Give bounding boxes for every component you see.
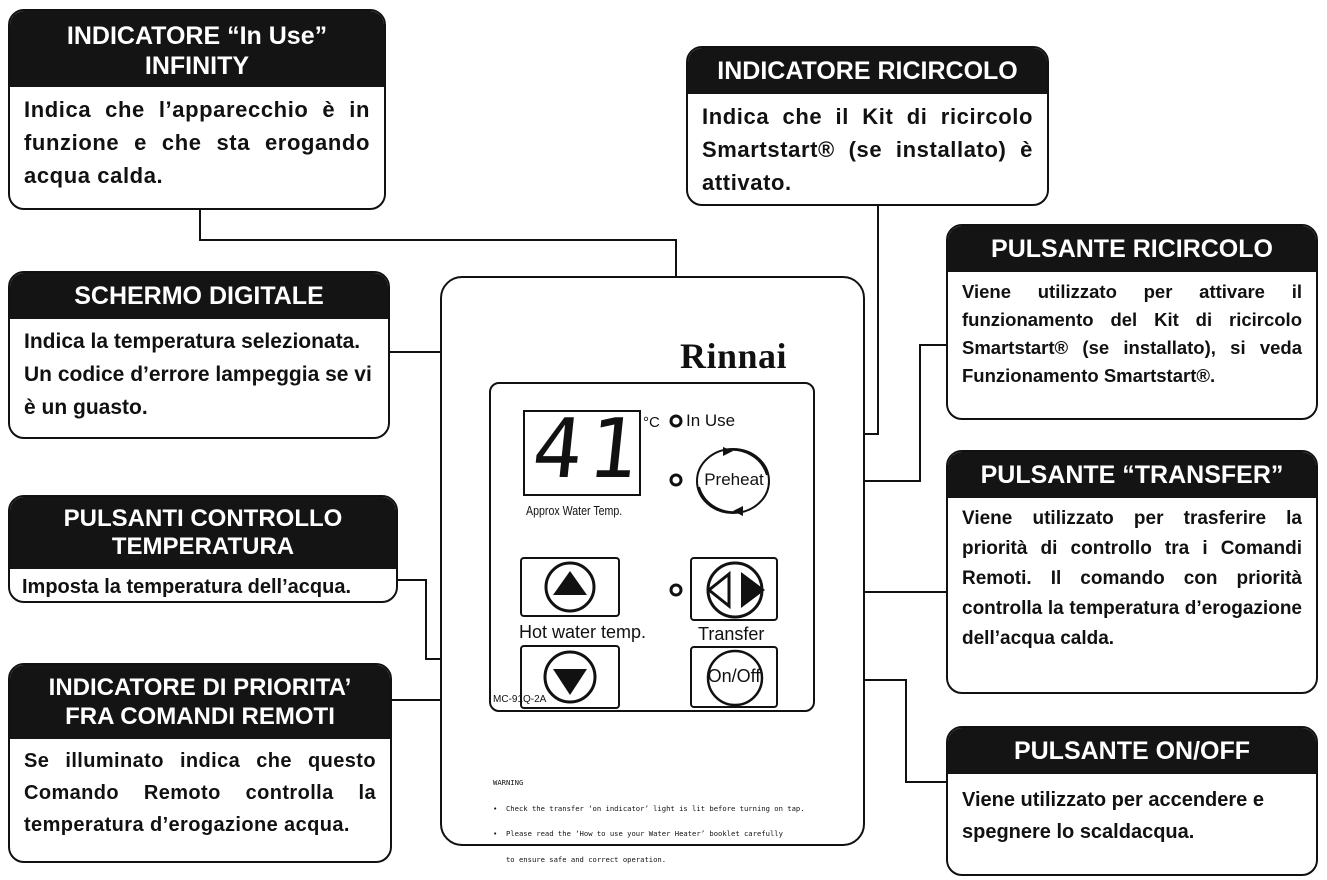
transfer-button[interactable]: [690, 557, 778, 621]
callout-body: Imposta la temperatura dell’acqua.: [22, 576, 351, 598]
callout-body: Indica la temperatura selezionata. Un co…: [24, 330, 372, 419]
callout-in-use: INDICATORE “In Use” INFINITY Indica che …: [8, 9, 386, 210]
down-arrow-icon: [543, 650, 597, 704]
unit-label: °C: [643, 414, 660, 431]
temp-up-button[interactable]: [520, 557, 620, 617]
onoff-button[interactable]: On/Off: [690, 646, 778, 708]
warning-line-2: • Please read the ‘How to use your Water…: [493, 829, 783, 838]
callout-body: Viene utilizzato per trasferire la prior…: [962, 508, 1302, 649]
title-line-2: INFINITY: [144, 52, 250, 80]
callout-pulsante-ricircolo: PULSANTE RICIRCOLO Viene utilizzato per …: [946, 224, 1318, 420]
callout-title: INDICATORE RICIRCOLO: [688, 48, 1047, 94]
digital-display: [523, 410, 641, 496]
preheat-button[interactable]: Preheat: [693, 445, 773, 517]
callout-title: PULSANTI CONTROLLO TEMPERATURA: [10, 497, 396, 569]
callout-onoff: PULSANTE ON/OFF Viene utilizzato per acc…: [946, 726, 1318, 876]
callout-title: SCHERMO DIGITALE: [10, 273, 388, 319]
hot-water-temp-label: Hot water temp.: [519, 622, 647, 642]
model-label: MC-91Q-2A: [493, 694, 547, 705]
rinnai-logo: Rinnai: [680, 336, 788, 376]
callout-priorita: INDICATORE DI PRIORITA’ FRA COMANDI REMO…: [8, 663, 392, 863]
callout-transfer: PULSANTE “TRANSFER” Viene utilizzato per…: [946, 450, 1318, 694]
title-line-2: FRA COMANDI REMOTI: [65, 703, 335, 730]
control-panel: [489, 382, 815, 712]
callout-body: Viene utilizzato per attivare il funzion…: [962, 281, 1302, 386]
transfer-label: Transfer: [698, 624, 765, 644]
display-digits: 41: [528, 402, 649, 497]
onoff-circle-icon: [706, 649, 764, 707]
callout-schermo-digitale: SCHERMO DIGITALE Indica la temperatura s…: [8, 271, 390, 439]
callout-title: INDICATORE “In Use” INFINITY: [10, 11, 384, 87]
callout-title: PULSANTE RICIRCOLO: [948, 226, 1316, 272]
warning-text: WARNING • Check the transfer ‘on indicat…: [493, 762, 833, 873]
up-arrow-icon: [544, 561, 596, 613]
callout-body: Indica che l’apparecchio è in funzione e…: [24, 97, 370, 188]
display-value: 41: [528, 402, 649, 497]
display-caption: Approx Water Temp.: [526, 504, 623, 518]
onoff-label: On/Off: [707, 666, 761, 686]
ricircolo-led: [669, 473, 683, 487]
callout-title: INDICATORE DI PRIORITA’ FRA COMANDI REMO…: [10, 665, 390, 739]
in-use-label: In Use: [686, 411, 736, 430]
remote-control-device: [440, 276, 865, 846]
title-line-2: TEMPERATURA: [111, 533, 295, 560]
title-line-1: INDICATORE DI PRIORITA’: [48, 674, 352, 701]
title-line-1: INDICATORE “In Use”: [66, 22, 328, 50]
callout-body: Se illuminato indica che questo Comando …: [24, 750, 376, 836]
callout-body: Indica che il Kit di ricircolo Smartstar…: [702, 104, 1033, 195]
title-line-1: PULSANTI CONTROLLO: [63, 505, 343, 532]
temp-down-button[interactable]: [520, 645, 620, 709]
callout-title: PULSANTE “TRANSFER”: [948, 452, 1316, 498]
in-use-led: [669, 414, 683, 428]
warning-line-1: • Check the transfer ‘on indicator’ ligh…: [493, 803, 805, 813]
warning-line-3: to ensure safe and correct operation.: [493, 854, 667, 864]
priority-led: [669, 583, 683, 597]
callout-title: PULSANTE ON/OFF: [948, 728, 1316, 774]
preheat-arrows-icon: [696, 447, 770, 516]
transfer-arrows-icon: [706, 561, 765, 619]
preheat-label: Preheat: [704, 470, 764, 489]
callout-controllo-temperatura: PULSANTI CONTROLLO TEMPERATURA Imposta l…: [8, 495, 398, 603]
callout-body: Viene utilizzato per accendere e spegner…: [962, 789, 1264, 843]
warning-title: WARNING: [493, 778, 524, 787]
callout-ricircolo-indicator: INDICATORE RICIRCOLO Indica che il Kit d…: [686, 46, 1049, 206]
